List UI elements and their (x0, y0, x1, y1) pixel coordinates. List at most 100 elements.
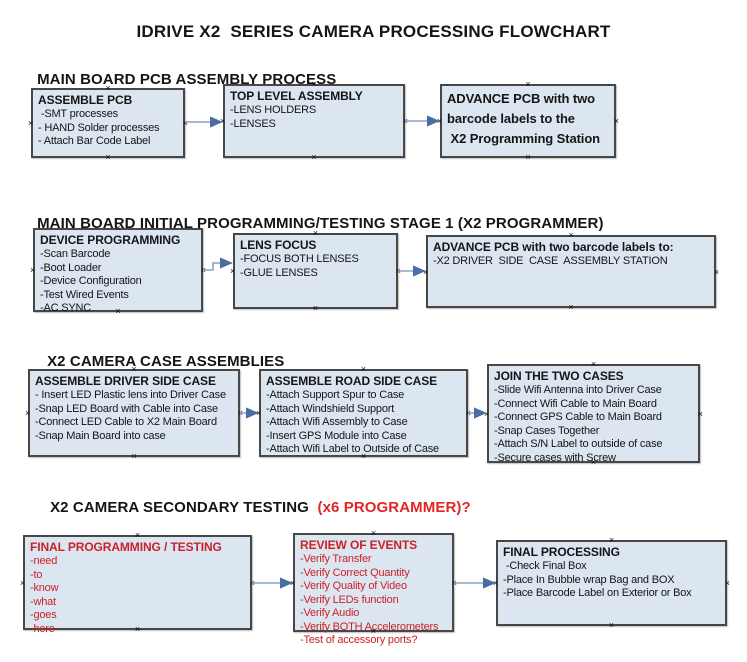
box-item: -what (30, 595, 56, 608)
box-title: ASSEMBLE PCB (38, 93, 133, 107)
box-title: ASSEMBLE DRIVER SIDE CASE (35, 374, 216, 388)
box-item: - HAND Solder processes (38, 121, 160, 134)
flow-box-advance-to-driver-side: ADVANCE PCB with two barcode labels to:-… (423, 231, 719, 312)
connection-handle-icon: × (20, 577, 26, 588)
box-item: -Verify Correct Quantity (300, 566, 410, 579)
box-item: - Attach Bar Code Label (38, 135, 151, 147)
connection-handle-icon: × (451, 577, 457, 588)
connection-handle-icon: × (30, 265, 36, 275)
connection-handle-icon: × (290, 577, 296, 588)
connection-handle-icon: × (200, 265, 206, 275)
section-heading-case-assemblies: X2 CAMERA CASE ASSEMBLIES (30, 336, 284, 387)
box-title: TOP LEVEL ASSEMBLY (230, 89, 363, 103)
connection-handle-icon: × (220, 116, 226, 126)
box-item: -Snap Cases Together (494, 424, 600, 437)
connection-handle-icon: × (312, 303, 319, 313)
connection-handle-icon: × (395, 266, 401, 276)
box-item: -SMT processes (38, 108, 118, 120)
box-item: -Connect GPS Cable to Main Board (494, 411, 662, 423)
connection-handle-icon: × (568, 302, 574, 312)
box-item: -know (30, 582, 59, 594)
flow-box-assemble-driver-side-case: ASSEMBLE DRIVER SIDE CASE- Insert LED Pl… (25, 365, 243, 461)
connection-handle-icon: × (360, 364, 367, 374)
chart-title: IDRIVE X2 SERIES CAMERA PROCESSING FLOWC… (136, 22, 611, 41)
connection-handle-icon: × (713, 266, 719, 277)
box-item: -Slide Wifi Antenna into Driver Case (494, 384, 662, 396)
box-item: -here (30, 622, 55, 635)
box-item: -Attach S/N Label to outside of case (494, 438, 663, 450)
connection-handle-icon: × (131, 451, 137, 461)
box-item: -Verify Audio (300, 607, 360, 619)
connection-handle-icon: × (613, 116, 619, 126)
box-item: -X2 DRIVER SIDE CASE ASSEMBLY STATION (433, 255, 668, 267)
box-title: LENS FOCUS (240, 238, 317, 252)
box-item: -goes (30, 609, 57, 621)
box-item: -Connect Wifi Cable to Main Board (494, 397, 657, 410)
flow-box-assemble-road-side-case: ASSEMBLE ROAD SIDE CASE-Attach Support S… (256, 365, 471, 461)
box-title: FINAL PROGRAMMING / TESTING (30, 540, 222, 554)
box-title: REVIEW OF EVENTS (300, 538, 418, 552)
section-heading-secondary-testing: X2 CAMERA SECONDARY TESTING (x6 PROGRAMM… (33, 482, 471, 533)
connection-handle-icon: × (423, 266, 429, 277)
box-item: -Attach Support Spur to Case (266, 389, 405, 401)
connection-handle-icon: × (25, 408, 31, 418)
box-title: ASSEMBLE ROAD SIDE CASE (266, 374, 438, 388)
connection-handle-icon: × (182, 118, 188, 128)
section-heading-text: X2 CAMERA SECONDARY TESTING (50, 499, 318, 516)
box-item: -to (30, 568, 43, 581)
connection-handle-icon: × (608, 620, 615, 630)
flow-box-advance-to-programming-station: ADVANCE PCB with two barcode labels to t… (437, 80, 619, 162)
box-item: -Connect LED Cable to X2 Main Board (35, 416, 217, 428)
flow-box-top-level-assembly: TOP LEVEL ASSEMBLY-LENS HOLDERS-LENSES × ×… (220, 80, 408, 162)
box-item: -need (30, 555, 58, 567)
connection-handle-icon: × (724, 578, 730, 588)
flow-box-assemble-pcb: ASSEMBLE PCB -SMT processes- HAND Solder… (28, 84, 188, 162)
box-item: -Verify BOTH Accelerometers (300, 620, 439, 633)
box-item: -Insert GPS Module into Case (266, 429, 407, 442)
connection-handle-icon: × (237, 408, 243, 418)
flow-box-join-the-two-cases: JOIN THE TWO CASES-Slide Wifi Antenna in… (484, 360, 703, 467)
connection-handle-icon: × (105, 152, 111, 162)
connection-handle-icon: × (311, 152, 317, 162)
box-item: -LENS HOLDERS (230, 104, 317, 116)
connection-handle-icon: × (493, 578, 499, 588)
box-item: -Test of accessory ports? (300, 634, 418, 646)
box-item: -Test Wired Events (40, 288, 129, 301)
box-item: -Boot Loader (40, 261, 102, 274)
box-item: -Scan Barcode (40, 248, 111, 260)
box-item: -Secure cases with Screw (494, 451, 616, 464)
box-item: -Attach Wifi Label to Outside of Case (266, 443, 439, 455)
connection-handle-icon: × (402, 116, 408, 126)
connection-handle-icon: × (590, 359, 597, 369)
connection-handle-icon: × (437, 116, 443, 126)
flow-box-final-processing: FINAL PROCESSING -Check Final Box-Place … (493, 536, 730, 630)
box-item: -Place Barcode Label on Exterior or Box (503, 587, 692, 599)
box-item: -Verify LEDs function (300, 593, 399, 606)
connection-handle-icon: × (249, 577, 255, 588)
section-heading-text: MAIN BOARD PCB ASSEMBLY PROCESS (37, 71, 337, 88)
section-heading-pcb-assembly: MAIN BOARD PCB ASSEMBLY PROCESS (20, 54, 336, 105)
connection-handle-icon: × (230, 266, 236, 276)
box-item: -Snap LED Board with Cable into Case (35, 402, 218, 415)
flow-box-lens-focus: LENS FOCUS-FOCUS BOTH LENSES-GLUE LENSES… (230, 229, 401, 313)
section-heading-red-text: (x6 PROGRAMMER)? (317, 499, 471, 516)
connection-handle-icon: × (608, 535, 615, 545)
box-title: FINAL PROCESSING (503, 545, 620, 559)
connection-handle-icon: × (525, 152, 531, 162)
flow-box-final-programming-testing: FINAL PROGRAMMING / TESTING-need-to-know… (20, 531, 255, 635)
box-item: -Check Final Box (503, 560, 587, 572)
box-item: -GLUE LENSES (240, 266, 318, 279)
connection-handle-icon: × (697, 408, 703, 419)
box-item: -Place In Bubble wrap Bag and BOX (503, 573, 675, 586)
arrow-device-programming-to-lens-focus (203, 257, 233, 271)
box-item: -LENSES (230, 117, 276, 130)
section-heading-initial-programming: MAIN BOARD INITIAL PROGRAMMING/TESTING S… (20, 198, 604, 249)
box-item: -Device Configuration (40, 275, 142, 287)
flow-box-review-of-events: REVIEW OF EVENTS-Verify Transfer-Verify … (290, 529, 457, 647)
connection-handle-icon: × (465, 408, 471, 418)
section-heading-text: MAIN BOARD INITIAL PROGRAMMING/TESTING S… (37, 215, 604, 232)
box-item: -Attach Windshield Support (266, 402, 395, 415)
connection-handle-icon: × (484, 408, 490, 419)
box-item: -Attach Wifi Assembly to Case (266, 416, 408, 428)
